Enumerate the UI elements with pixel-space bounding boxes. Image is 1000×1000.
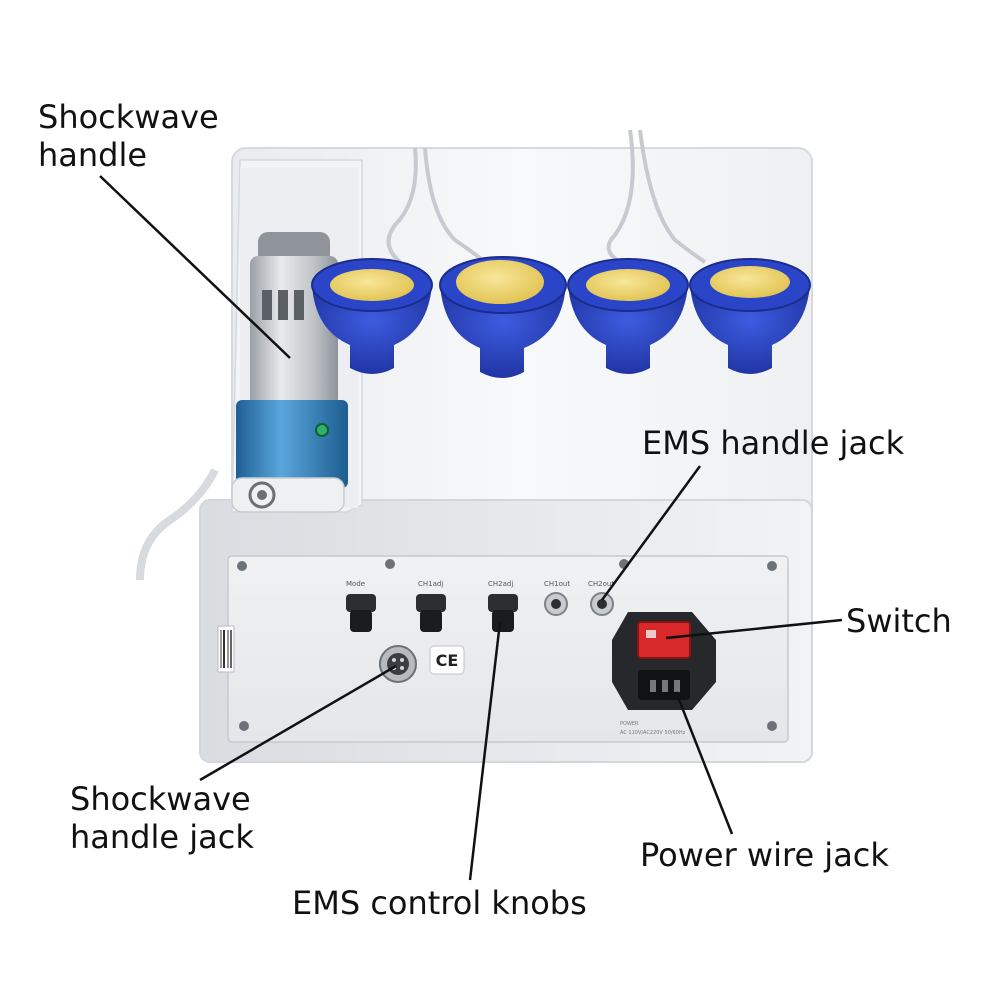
- electrode-cup: [567, 258, 689, 374]
- panel-screw: [385, 559, 395, 569]
- leader-ems-handle-jack: [600, 465, 702, 601]
- knob-label-ch2adj: CH2adj: [488, 580, 513, 588]
- svg-text:POWER: POWER: [620, 721, 639, 727]
- electrode-cables: [136, 129, 707, 581]
- shockwave-handle: [231, 232, 348, 513]
- power-switch: [637, 621, 691, 659]
- leader-power-wire-jack: [674, 691, 734, 835]
- ems-control-knobs-group: [346, 594, 518, 632]
- ce-mark: CE: [429, 645, 465, 675]
- electrode-cup: [689, 258, 811, 374]
- label-line: Shockwave: [38, 98, 219, 136]
- ems-electrode-cups: [311, 256, 811, 378]
- leader-shockwave-handle: [99, 175, 291, 359]
- leader-shockwave-handle-jack: [199, 664, 397, 782]
- ems-handle-jacks: [544, 592, 614, 616]
- electrode-cup: [311, 258, 433, 374]
- knob-ch2adj: [488, 594, 518, 632]
- label-line: handle: [38, 136, 148, 174]
- label-line: Shockwave: [70, 780, 251, 818]
- panel-screw: [237, 561, 247, 571]
- electrode-cup: [439, 256, 567, 378]
- leader-ems-control-knobs: [468, 621, 502, 881]
- leader-lines: [99, 175, 843, 881]
- label-ems-control-knobs: EMS control knobs: [292, 884, 587, 922]
- panel-screw: [767, 721, 777, 731]
- panel-screw: [767, 561, 777, 571]
- knob-label-ch1adj: CH1adj: [418, 580, 443, 588]
- shockwave-handle-jack: [379, 645, 417, 683]
- svg-text:CE: CE: [436, 651, 459, 670]
- jack-label-ch2out: CH2out: [588, 580, 614, 588]
- label-power-wire-jack: Power wire jack: [640, 836, 889, 874]
- knob-label-mode: Mode: [346, 580, 365, 588]
- jack-label-ch1out: CH1out: [544, 580, 570, 588]
- panel-screw: [239, 721, 249, 731]
- label-line: handle jack: [70, 818, 254, 856]
- label-shockwave-handle-jack: Shockwave handle jack: [70, 780, 254, 856]
- svg-text:AC 110V/AC220V 50/60Hz: AC 110V/AC220V 50/60Hz: [620, 730, 686, 736]
- barcode-sticker: [217, 625, 235, 673]
- leader-switch: [665, 618, 843, 640]
- label-ems-handle-jack: EMS handle jack: [642, 424, 905, 462]
- label-switch: Switch: [846, 602, 952, 640]
- label-shockwave-handle: Shockwave handle: [38, 98, 219, 174]
- knob-ch1adj: [416, 594, 446, 632]
- knob-mode: [346, 594, 376, 632]
